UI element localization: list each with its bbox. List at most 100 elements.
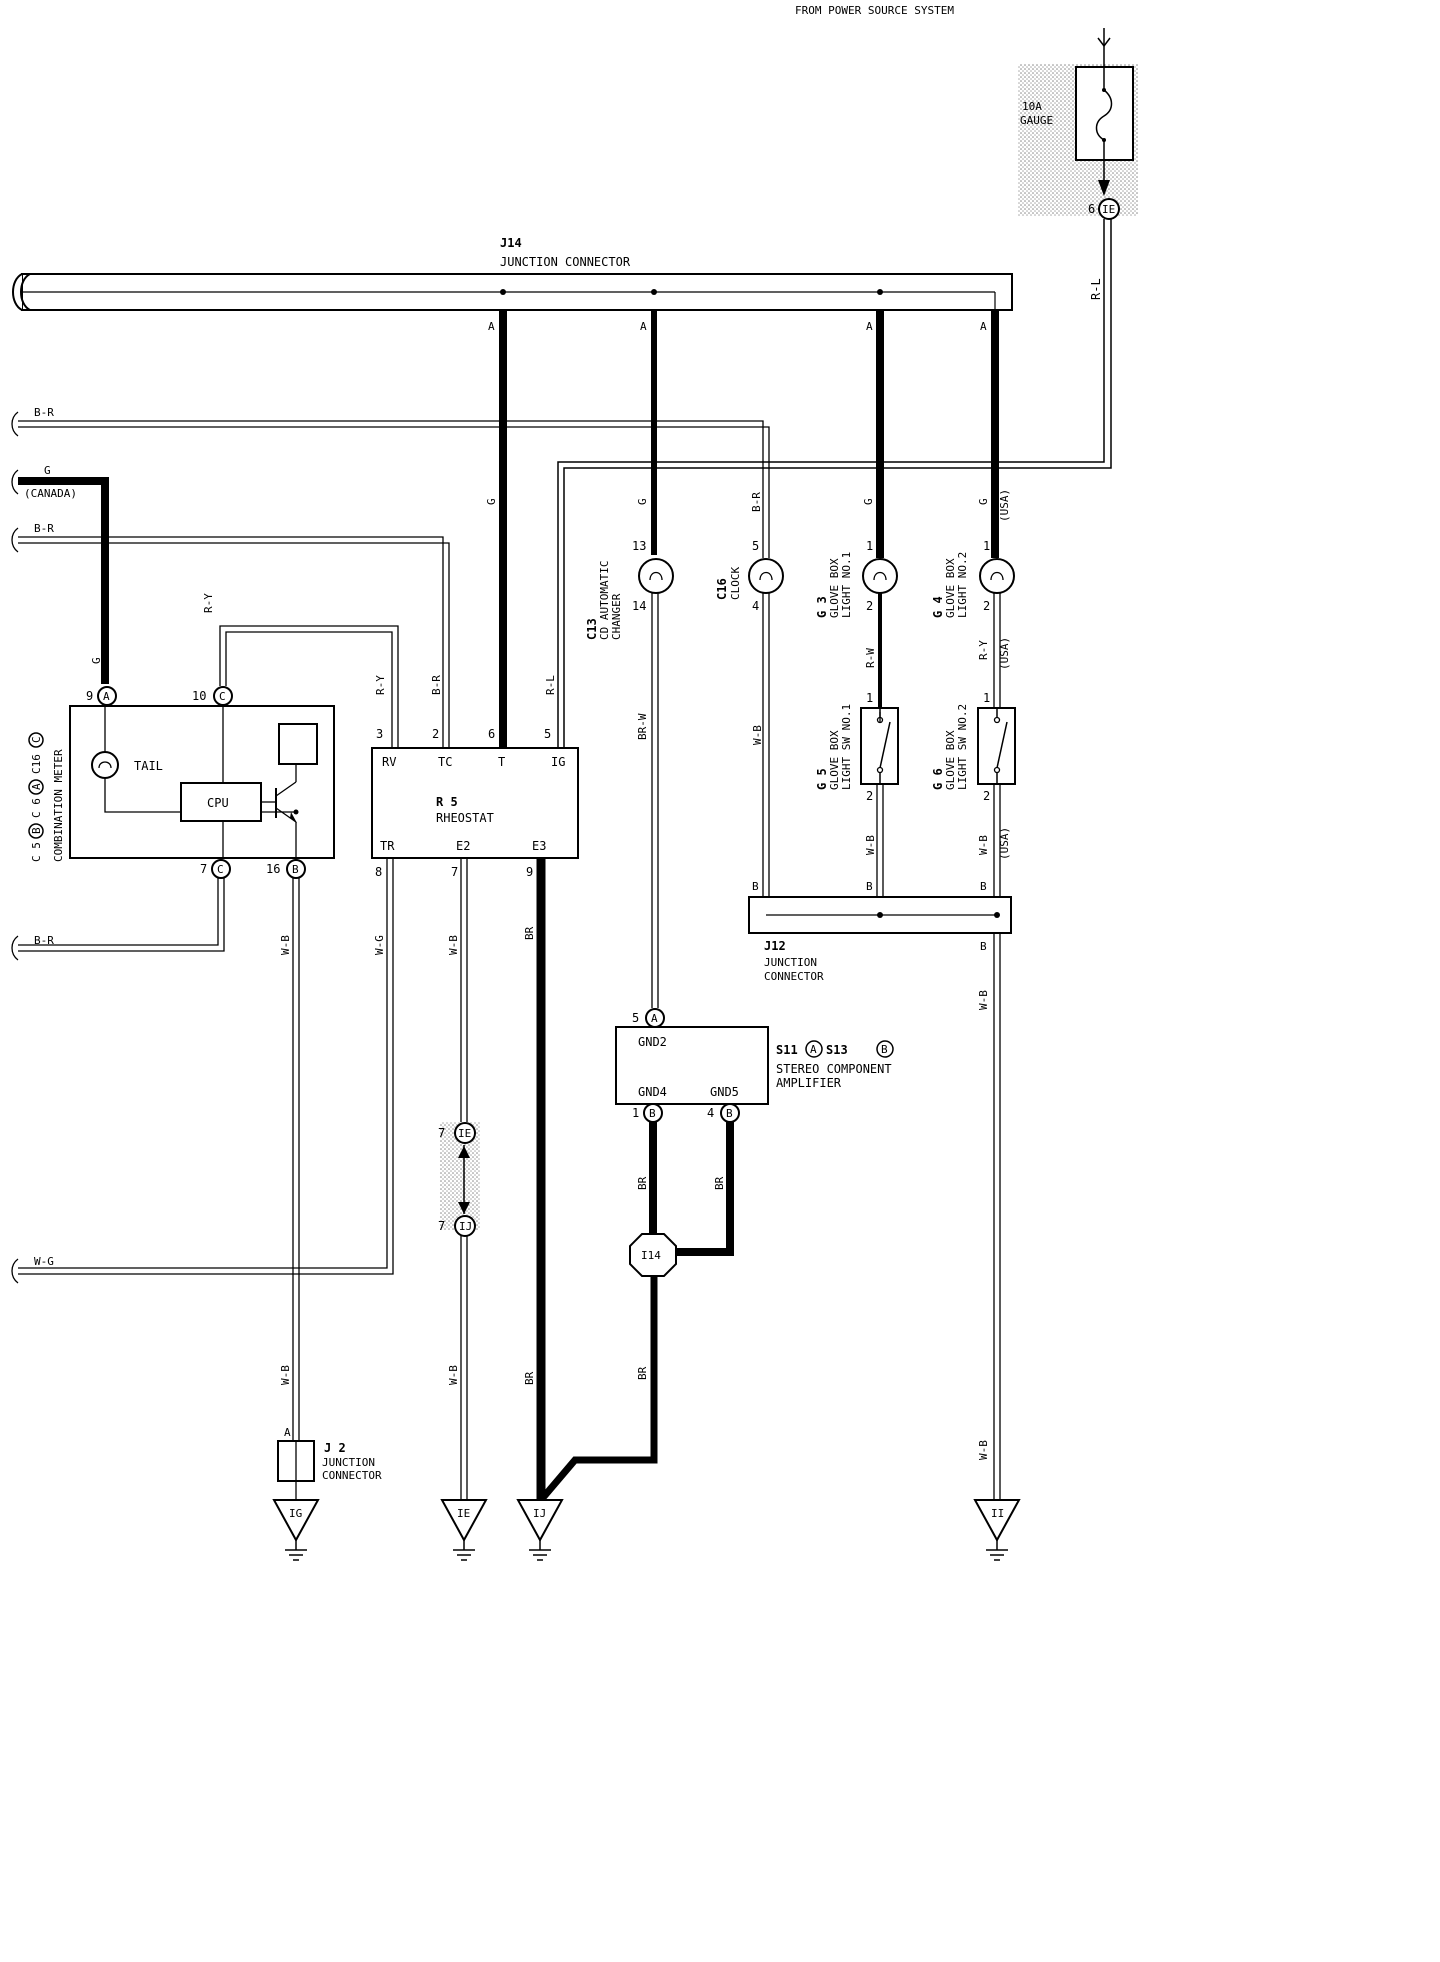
glove-light-2-id: G 4 <box>931 596 945 618</box>
amp-code-s11-a: A <box>810 1043 817 1056</box>
usa-label-3: (USA) <box>998 827 1011 860</box>
pin-2-sw2: 2 <box>983 789 990 803</box>
wire-g-canada-label: G <box>44 464 51 477</box>
connector-ij-label: IJ <box>459 1220 472 1233</box>
wire-b-r-label-2: B-R <box>34 522 54 535</box>
wire-w-b-e2 <box>460 858 468 1500</box>
rheostat-rv: RV <box>382 755 396 769</box>
glove-light-1-line1: GLOVE BOX <box>828 558 841 618</box>
j2-id: J 2 <box>324 1441 346 1455</box>
changer-id: C13 <box>585 618 599 640</box>
pin-2-gl1: 2 <box>866 599 873 613</box>
rheostat-tc: TC <box>438 755 452 769</box>
amp-code-s13-b: B <box>881 1043 888 1056</box>
wire-b-r-top <box>11 411 770 558</box>
fuse-name: GAUGE <box>1020 114 1053 127</box>
amp-line2: AMPLIFIER <box>776 1076 842 1090</box>
clock-symbol <box>748 558 784 594</box>
wire-w-b-sw1 <box>876 784 884 915</box>
connector-meter-a <box>97 686 117 706</box>
pin-10: 10 <box>192 689 206 703</box>
wire-w-b-label-7: W-B <box>977 835 990 855</box>
glove-sw-2-line2: LIGHT SW NO.2 <box>956 704 969 790</box>
wire-w-b-clock <box>762 593 770 915</box>
pin-2-rheo: 2 <box>432 727 439 741</box>
wire-w-b-meter <box>292 878 300 1441</box>
ground-ij-label: IJ <box>533 1507 546 1520</box>
wire-r-y-label-2: R-Y <box>374 675 387 695</box>
pin-9-rheo: 9 <box>526 865 533 879</box>
pin-5-amp: 5 <box>632 1011 639 1025</box>
connector-ie-circle-2 <box>454 1122 476 1144</box>
wire-br-label-4: BR <box>713 1176 726 1190</box>
rheostat-tr: TR <box>380 839 395 853</box>
pin-7-meter: 7 <box>200 862 207 876</box>
tail-label: TAIL <box>134 759 163 773</box>
meter-code-c6: C 6 <box>30 798 43 818</box>
pin-8: 8 <box>375 865 382 879</box>
connector-meter-b-16-label: B <box>292 863 299 876</box>
canada-label: (CANADA) <box>24 487 77 500</box>
glove-light-2-symbol <box>979 558 1015 594</box>
wire-br-to-i14 <box>538 1272 658 1503</box>
clock-id: C16 <box>715 578 729 600</box>
wire-br-label-3: BR <box>636 1176 649 1190</box>
wire-r-y-label-3: R-Y <box>977 640 990 660</box>
connector-amp-b-1-label: B <box>649 1107 656 1120</box>
wire-g-label-1: G <box>485 498 498 505</box>
amp-code-s13: S13 <box>826 1043 848 1057</box>
j2-line1: JUNCTION <box>322 1456 375 1469</box>
ground-ii-label: II <box>991 1507 1004 1520</box>
glove-light-1-symbol <box>862 558 898 594</box>
wire-w-b-label-3: W-B <box>447 935 460 955</box>
glove-light-1-line2: LIGHT NO.1 <box>840 552 853 618</box>
clock-name: CLOCK <box>729 567 742 600</box>
meter-code-c6-a: A <box>30 783 43 790</box>
pin-1-gl2: 1 <box>983 539 990 553</box>
wire-g-canada-break <box>11 469 19 495</box>
cd-changer-symbol <box>638 558 674 594</box>
j12-line2: CONNECTOR <box>764 970 824 983</box>
wire-g-meter-label: G <box>90 657 103 664</box>
amp-gnd2: GND2 <box>638 1035 667 1049</box>
j14-junction-bar <box>12 273 1013 311</box>
wire-r-y <box>219 625 399 748</box>
wire-r-l-label: R-L <box>1089 278 1103 300</box>
combination-meter: TAIL CPU <box>69 705 335 859</box>
connector-amp-a <box>645 1008 665 1028</box>
wire-w-g-label-1: W-G <box>34 1255 54 1268</box>
meter-code-c16-c: C <box>30 736 43 743</box>
amp-gnd5: GND5 <box>710 1085 739 1099</box>
connector-ie-circle <box>1098 198 1120 220</box>
usa-label-1: (USA) <box>998 489 1011 522</box>
changer-line2: CHANGER <box>610 593 623 640</box>
connector-i14-label: I14 <box>641 1249 661 1262</box>
glove-sw-2-id: G 6 <box>931 768 945 790</box>
glove-sw-2-line1: GLOVE BOX <box>944 730 957 790</box>
wire-w-b-label-4: W-B <box>447 1365 460 1385</box>
ground-ij: IJ <box>516 1499 564 1561</box>
amp-line1: STEREO COMPONENT <box>776 1062 892 1076</box>
pin-3: 3 <box>376 727 383 741</box>
rheostat-ig: IG <box>551 755 565 769</box>
connector-i14 <box>629 1233 677 1277</box>
wire-b-r-label-4: B-R <box>34 934 54 947</box>
meter-code-c16: C16 <box>30 754 43 774</box>
rheostat-e2: E2 <box>456 839 470 853</box>
wire-br-gnd5 <box>670 1122 734 1256</box>
pin-4-amp: 4 <box>707 1106 714 1120</box>
pin-14: 14 <box>632 599 646 613</box>
wire-w-b-label-1: W-B <box>279 935 292 955</box>
pin-5-rheo: 5 <box>544 727 551 741</box>
wire-w-b-label-2: W-B <box>279 1365 292 1385</box>
usa-label-2: (USA) <box>998 637 1011 670</box>
pin-16: 16 <box>266 862 280 876</box>
wire-g-label-4: G <box>977 498 990 505</box>
rheostat-name: RHEOSTAT <box>436 811 494 825</box>
amplifier-box <box>615 1026 769 1105</box>
wire-r-w-label: R-W <box>864 648 877 668</box>
wire-r-l-label-2: R-L <box>544 675 557 695</box>
pin-2-sw1: 2 <box>866 789 873 803</box>
connector-ie-label: IE <box>1102 203 1115 216</box>
wire-w-b-sw2 <box>993 784 1001 1500</box>
